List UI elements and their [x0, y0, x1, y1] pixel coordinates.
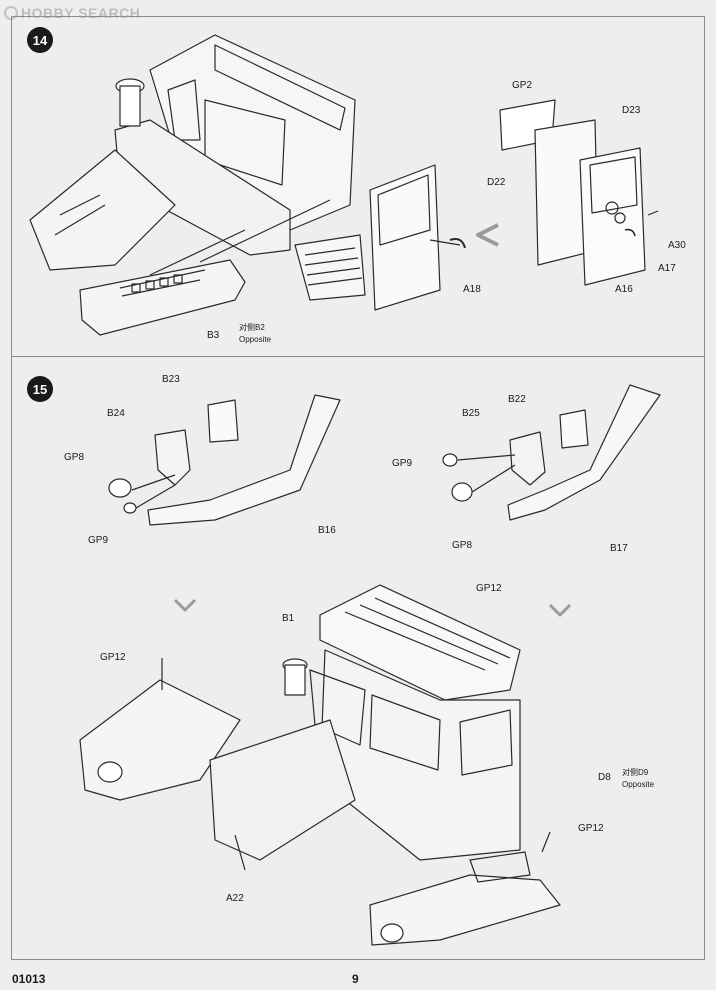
part-note-d9-en: Opposite [622, 780, 655, 789]
part-label-b17: B17 [610, 543, 628, 554]
part-label-a22: A22 [226, 893, 244, 904]
part-label-gp8-left: GP8 [64, 452, 85, 463]
part-label-b1: B1 [282, 613, 295, 624]
part-label-gp8-right: GP8 [452, 540, 473, 551]
step-15-badge: 15 [27, 376, 53, 402]
part-label-gp12-right: GP12 [578, 823, 604, 834]
part-label-a17: A17 [658, 263, 676, 274]
part-label-d23: D23 [622, 105, 641, 116]
part-label-gp9-left: GP9 [88, 535, 109, 546]
step-14-panel [11, 16, 705, 357]
part-label-b24: B24 [107, 408, 125, 419]
part-label-a30: A30 [668, 240, 686, 251]
part-label-b22: B22 [508, 394, 526, 405]
part-label-gp12-top: GP12 [476, 583, 502, 594]
part-label-gp9-right: GP9 [392, 458, 413, 469]
part-label-b23: B23 [162, 374, 180, 385]
part-label-b3: B3 [207, 330, 220, 341]
part-note-d9-jp: 对侧D9 [622, 768, 649, 777]
part-label-gp12-left: GP12 [100, 652, 126, 663]
step-14-badge: 14 [27, 27, 53, 53]
part-note-b2-en: Opposite [239, 335, 272, 344]
part-label-a16: A16 [615, 284, 633, 295]
page-number: 9 [352, 972, 359, 986]
part-label-gp2: GP2 [512, 80, 533, 91]
watermark-text: HOBBY SEARCH [21, 5, 141, 21]
part-label-b16: B16 [318, 525, 336, 536]
part-note-b2-jp: 对侧B2 [239, 323, 265, 332]
part-label-d8: D8 [598, 772, 611, 783]
part-label-d22: D22 [487, 177, 506, 188]
part-label-b25: B25 [462, 408, 480, 419]
step-15-panel [11, 356, 705, 960]
kit-number: 01013 [12, 972, 46, 986]
part-label-a18: A18 [463, 284, 481, 295]
